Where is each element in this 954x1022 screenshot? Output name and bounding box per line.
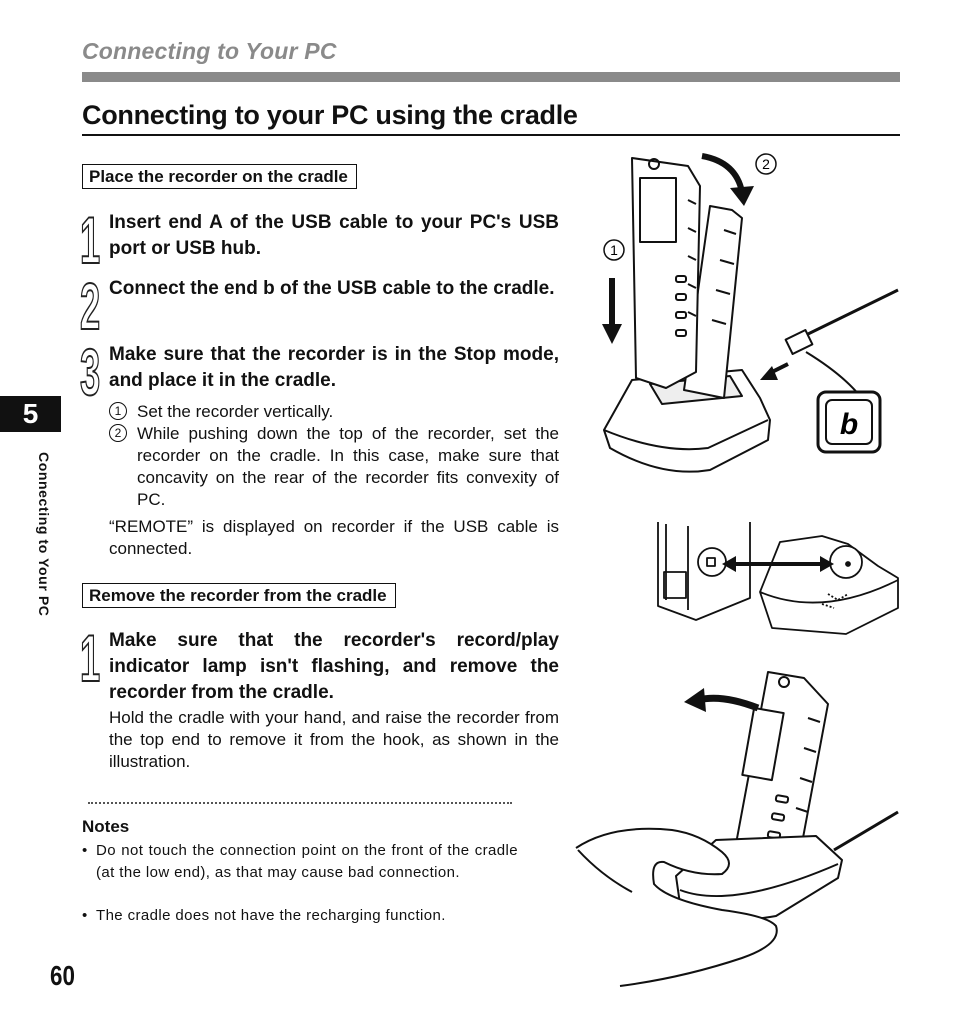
figure-mark-2: 2: [762, 156, 770, 172]
remote-note: “REMOTE” is displayed on recorder if the…: [109, 517, 559, 558]
page-number: 60: [50, 960, 75, 991]
section-heading: Connecting to Your PC: [82, 38, 337, 64]
step-number-3: 3: [79, 335, 101, 409]
step-text-3: Make sure that the recorder is in the St…: [109, 344, 559, 391]
bullet-icon: •: [82, 907, 88, 924]
step-number-2: 2: [79, 269, 101, 343]
place-label: Place the recorder on the cradle: [82, 164, 357, 189]
substep-2: 2 While pushing down the top of the reco…: [109, 423, 559, 511]
page-title: Connecting to your PC using the cradle: [82, 100, 578, 130]
notes-divider: [88, 802, 512, 804]
note-item-2: • The cradle does not have the rechargin…: [82, 905, 518, 927]
remove-step-number: 1: [79, 621, 101, 695]
concavity-fit-illustration: [657, 522, 899, 635]
substep-mark-2: 2: [109, 424, 127, 442]
chapter-tab: 5: [0, 396, 61, 432]
chapter-side-title: Connecting to Your PC: [36, 452, 52, 617]
remove-label: Remove the recorder from the cradle: [82, 583, 396, 608]
substep-text-2: While pushing down the top of the record…: [137, 424, 559, 509]
plug-letter: b: [840, 408, 858, 441]
substep-text-1: Set the recorder vertically.: [137, 402, 334, 421]
note-item-1: • Do not touch the connection point on t…: [82, 840, 518, 884]
remove-recorder-illustration: [575, 671, 899, 987]
figure-mark-1: 1: [610, 242, 618, 258]
notes-heading: Notes: [82, 817, 130, 836]
title-rule: [82, 134, 900, 136]
substep-1: 1 Set the recorder vertically.: [109, 401, 559, 423]
cradle-placement-illustration: 1 2 b: [602, 153, 899, 473]
step-number-1: 1: [79, 203, 101, 277]
remove-body: Hold the cradle with your hand, and rais…: [109, 708, 559, 771]
step-text-1: Insert end A of the USB cable to your PC…: [109, 212, 559, 259]
step-text-2: Connect the end b of the USB cable to th…: [109, 278, 555, 299]
remove-step-text: Make sure that the recorder's record/pla…: [109, 630, 559, 703]
substep-mark-1: 1: [109, 402, 127, 420]
bullet-icon: •: [82, 842, 88, 859]
note-text-1: Do not touch the connection point on the…: [96, 842, 518, 881]
section-bar: [82, 72, 900, 82]
note-text-2: The cradle does not have the recharging …: [96, 907, 446, 924]
